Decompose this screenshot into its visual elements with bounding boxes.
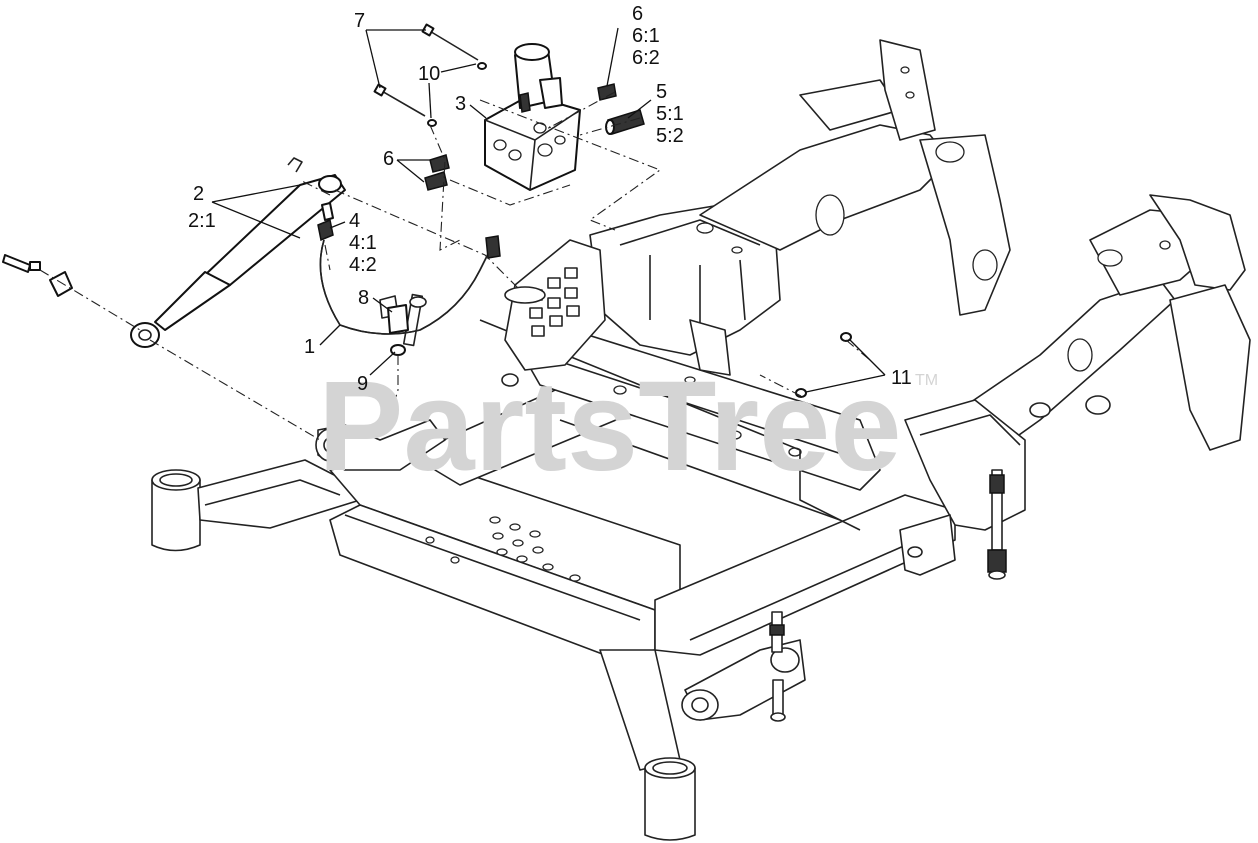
callout-3: 3 <box>455 93 466 115</box>
watermark-trademark: TM <box>915 372 938 389</box>
callout-4-line1: 4 <box>349 210 360 232</box>
cylinder-pin <box>2 254 73 297</box>
hydraulic-cylinder <box>130 157 346 348</box>
left-rear-upright <box>879 39 936 141</box>
leader-lines <box>211 27 886 393</box>
callout-1: 1 <box>304 336 315 358</box>
callout-5-line3: 5:2 <box>656 125 684 147</box>
hose-clamp <box>387 304 409 334</box>
valve-block <box>484 43 581 191</box>
callout-6-top-line3: 6:2 <box>632 47 660 69</box>
callout-labels: 7 10 3 6 6:1 6:2 5 5:1 5:2 6 2 2:1 4 4:1… <box>188 3 912 395</box>
hydraulic-hose <box>319 235 501 335</box>
front-pivot-linkage <box>681 611 806 722</box>
left-rear-tower <box>589 204 781 356</box>
watermark-text: PartsTree <box>318 355 902 498</box>
right-side-rail <box>654 494 956 656</box>
cross-member-holes <box>425 516 581 582</box>
right-front-leg <box>599 649 681 771</box>
callout-7: 7 <box>354 10 365 32</box>
right-rear-bracket <box>1169 284 1251 451</box>
callout-9: 9 <box>357 373 368 395</box>
callout-6-top-line2: 6:1 <box>632 25 660 47</box>
bolt-7 <box>373 23 479 117</box>
chassis-frame <box>151 39 1251 841</box>
callout-2-line2: 2:1 <box>188 210 216 232</box>
right-rear-upright <box>1149 194 1246 291</box>
callout-4-line2: 4:1 <box>349 232 377 254</box>
fitting-6-top <box>597 83 617 101</box>
callout-11: 11 <box>891 367 912 389</box>
callout-5-line1: 5 <box>656 81 667 103</box>
watermark: PartsTree TM <box>318 355 938 498</box>
left-caster-post <box>151 469 201 552</box>
fitting-4 <box>317 202 334 242</box>
callout-2-line1: 2 <box>193 183 204 205</box>
callout-5-line2: 5:1 <box>656 103 684 125</box>
callout-6-top-line1: 6 <box>632 3 643 25</box>
left-rear-bracket <box>919 134 1011 316</box>
callout-6-mid: 6 <box>383 148 394 170</box>
callout-8: 8 <box>358 287 369 309</box>
height-adjuster-rod <box>987 469 1007 580</box>
callout-4-line3: 4:2 <box>349 254 377 276</box>
assembly-lines <box>39 91 871 441</box>
washer-10 <box>427 62 487 127</box>
right-caster-post <box>644 757 696 841</box>
callout-10: 10 <box>418 63 440 85</box>
valve-mount-panel <box>501 239 606 387</box>
